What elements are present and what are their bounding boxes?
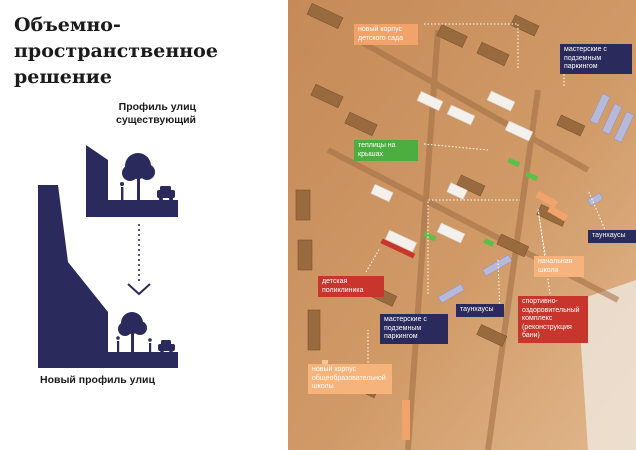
new-profile-label: Новый профиль улиц [40, 374, 155, 386]
existing-profile-line2: существующий [116, 114, 196, 126]
person-icon [148, 338, 152, 352]
label-townhouses-mid: таунхаусы [456, 304, 504, 317]
label-greenhouses: теплицы на крышах [354, 140, 418, 161]
existing-profile-label: Профиль улиц существующий [86, 101, 196, 127]
car-icon [157, 186, 175, 201]
existing-profile-diagram [86, 145, 178, 217]
new-profile-diagram [38, 185, 178, 368]
greenhouse-roofs [423, 157, 539, 247]
label-workshops-bottom: мастерские с подземным паркингом [380, 314, 448, 344]
car-icon [158, 340, 175, 354]
townhouses-buildings [437, 93, 635, 304]
street-profile-illustration [38, 145, 178, 368]
label-sports-complex: спортивно-оздоровительный комплекс (реко… [518, 296, 588, 343]
label-workshops-top: мастерские с подземным паркингом [560, 44, 632, 74]
person-icon [120, 182, 124, 200]
clinic-building [380, 238, 416, 259]
label-kindergarten: новый корпус детского сада [354, 24, 418, 45]
label-townhouses-right: таунхаусы [588, 230, 636, 243]
profile-panel: Объемно-пространственное решение Профиль… [0, 0, 288, 450]
label-primary-school: начальная школа [534, 256, 584, 277]
page-title: Объемно-пространственное решение [14, 14, 218, 88]
new-buildings [370, 90, 534, 253]
tree-icon [122, 153, 155, 200]
label-clinic: детская поликлиника [318, 276, 384, 297]
tree-icon [118, 312, 147, 352]
transition-arrow-icon [127, 224, 151, 296]
site-model-map: новый корпус детского сада мастерские с … [288, 0, 636, 450]
label-school: новый корпус общеобразовательной школы [308, 364, 392, 394]
existing-profile-line1: Профиль улиц [118, 101, 196, 113]
person-icon [116, 336, 120, 352]
